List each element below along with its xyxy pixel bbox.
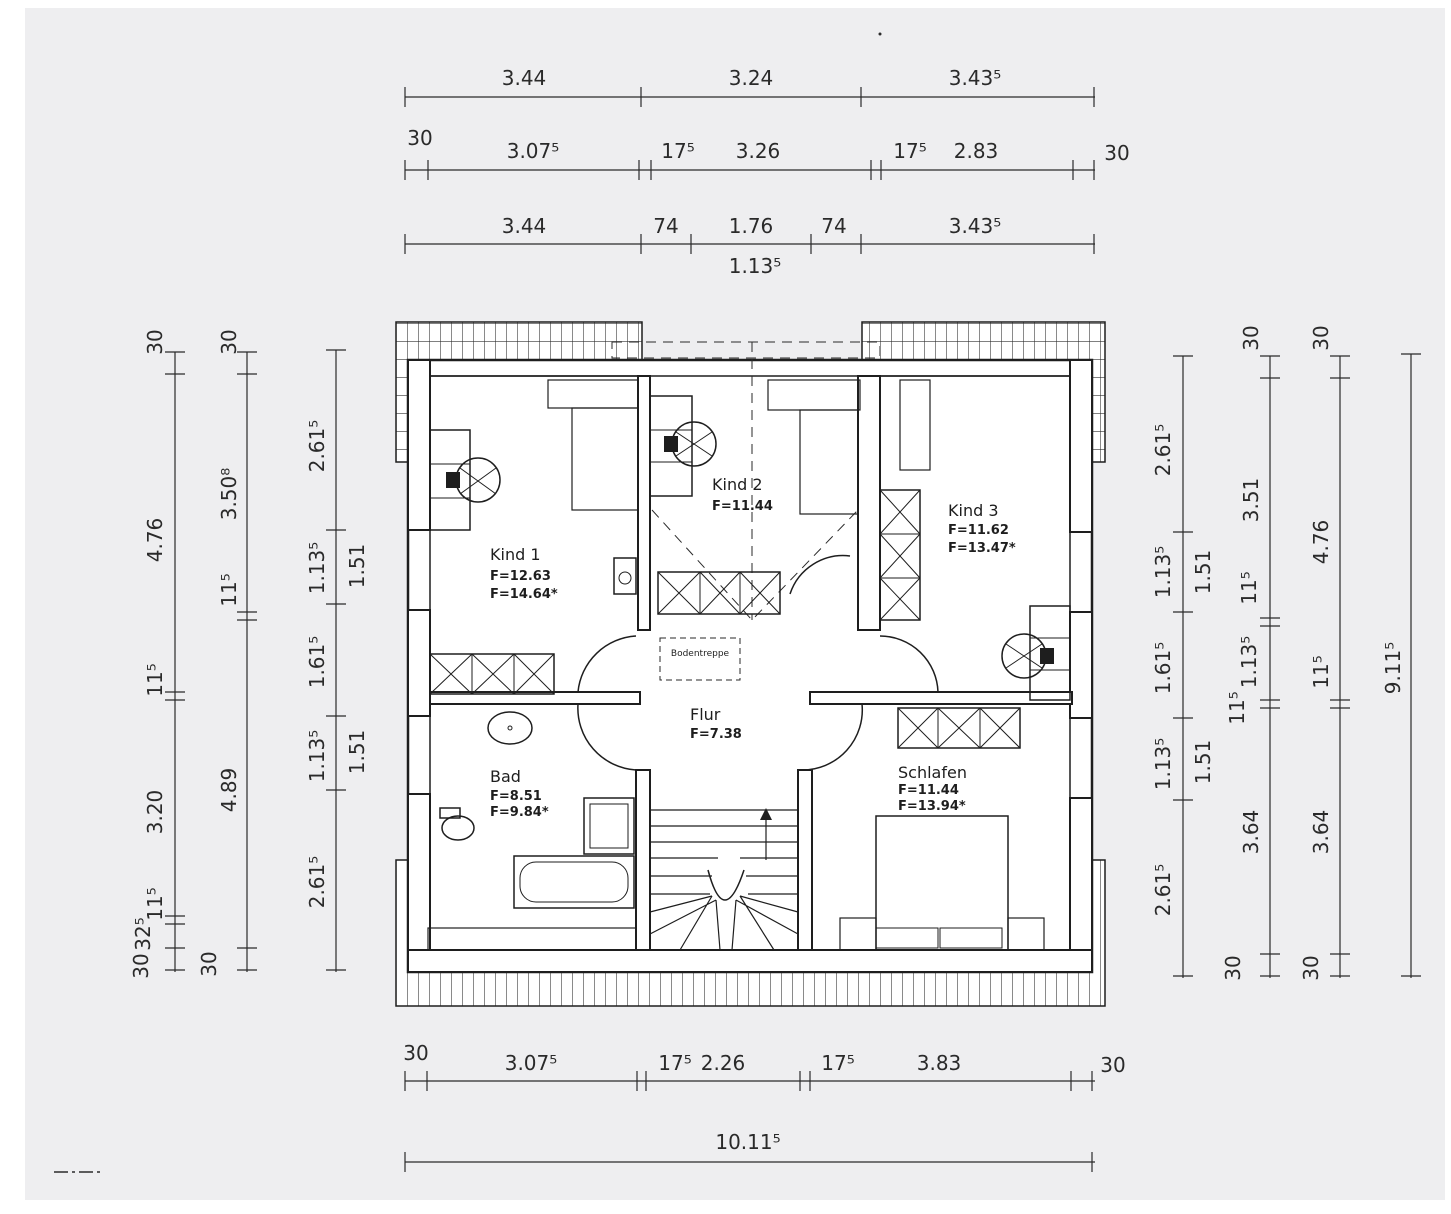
dim-left-1e: 11⁵ [143, 887, 167, 920]
dim-top-1c: 3.43⁵ [949, 66, 1002, 90]
dim-right-1b: 1.13⁵ [1151, 546, 1175, 599]
room-schlafen-area-1: F=11.44 [898, 783, 959, 798]
dim-right-2b: 1.51 [1191, 740, 1215, 785]
dim-bot-total: 10.11⁵ [715, 1130, 780, 1154]
right-dimensions: 2.61⁵ 1.13⁵ 1.61⁵ 1.13⁵ 2.61⁵ 1.51 1.51 … [1151, 325, 1421, 981]
dim-left-3e: 2.61⁵ [305, 856, 329, 909]
dim-bot-d: 2.26 [701, 1051, 746, 1075]
dim-top-3e: 3.43⁵ [949, 214, 1002, 238]
dim-left-3b: 1.13⁵ [305, 542, 329, 595]
room-kind3-area-2: F=13.47* [948, 541, 1016, 556]
top-dimensions: 3.44 3.24 3.43⁵ 30 3.07⁵ 17⁵ 3.26 17⁵ 2.… [404, 66, 1130, 278]
dim-right-4c: 11⁵ [1309, 655, 1333, 688]
room-flur-name: Flur [690, 705, 721, 724]
dim-bot-e: 17⁵ [821, 1051, 854, 1075]
dim-left-4a: 1.51 [345, 544, 369, 589]
dim-left-2a: 30 [217, 329, 241, 354]
dim-left-1g: 30 [129, 953, 153, 978]
dim-top-2a: 30 [407, 126, 432, 150]
room-bad-area-1: F=8.51 [490, 789, 542, 804]
dim-left-2b: 3.50⁸ [217, 468, 241, 521]
dim-top-3d: 74 [821, 214, 846, 238]
dim-right-1c: 1.61⁵ [1151, 642, 1175, 695]
dim-left-1b: 4.76 [143, 518, 167, 563]
dim-top-1b: 3.24 [729, 66, 774, 90]
dim-right-1e: 2.61⁵ [1151, 864, 1175, 917]
dim-right-5a: 9.11⁵ [1381, 642, 1405, 695]
dim-right-3a: 30 [1239, 325, 1263, 350]
dim-top-3-sub: 1.13⁵ [729, 254, 782, 278]
dim-right-3g: 30 [1221, 955, 1245, 980]
room-schlafen-area-2: F=13.94* [898, 799, 966, 814]
dim-right-3b: 3.51 [1239, 478, 1263, 523]
dot-mark [878, 32, 882, 36]
dim-right-3e: 11⁵ [1225, 691, 1249, 724]
dim-left-2d: 4.89 [217, 768, 241, 813]
dim-right-3f: 3.64 [1239, 810, 1263, 855]
dim-left-3c: 1.61⁵ [305, 636, 329, 689]
dim-top-2e: 17⁵ [893, 139, 926, 163]
dim-top-2d: 3.26 [736, 139, 781, 163]
dim-top-1a: 3.44 [502, 66, 547, 90]
dim-left-1d: 3.20 [143, 790, 167, 835]
dim-left-3d: 1.13⁵ [305, 730, 329, 783]
dim-bot-f: 3.83 [917, 1051, 962, 1075]
room-kind3-area-1: F=11.62 [948, 523, 1009, 538]
bodentreppe-label: Bodentreppe [671, 649, 730, 659]
dim-right-1d: 1.13⁵ [1151, 738, 1175, 791]
room-kind1-name: Kind 1 [490, 545, 541, 564]
room-kind3-name: Kind 3 [948, 501, 999, 520]
dim-top-2c: 17⁵ [661, 139, 694, 163]
left-dimensions: 30 4.76 11⁵ 3.20 11⁵ 32⁵ 30 30 3.50⁸ 11⁵… [129, 329, 369, 978]
dim-left-3a: 2.61⁵ [305, 420, 329, 473]
dim-right-4d: 3.64 [1309, 810, 1333, 855]
dim-left-2e: 30 [197, 951, 221, 976]
dim-top-2f: 2.83 [954, 139, 999, 163]
room-kind1-area-1: F=12.63 [490, 569, 551, 584]
dim-right-3d: 1.13⁵ [1237, 636, 1261, 689]
bottom-dimensions: 30 3.07⁵ 17⁵ 2.26 17⁵ 3.83 30 10.11⁵ [403, 1041, 1126, 1172]
dim-bot-a: 30 [403, 1041, 428, 1065]
dim-right-3c: 11⁵ [1237, 571, 1261, 604]
dim-right-1a: 2.61⁵ [1151, 424, 1175, 477]
room-bad-area-2: F=9.84* [490, 805, 549, 820]
dim-left-1c: 11⁵ [143, 663, 167, 696]
dim-top-2b: 3.07⁵ [507, 139, 560, 163]
room-schlafen-name: Schlafen [898, 763, 967, 782]
dim-bot-b: 3.07⁵ [505, 1051, 558, 1075]
staircase [649, 808, 799, 951]
room-labels: Kind 1 F=12.63 F=14.64* Kind 2 F=11.44 K… [490, 475, 1016, 820]
dim-right-4e: 30 [1299, 955, 1323, 980]
dim-left-2c: 11⁵ [217, 573, 241, 606]
dim-left-1f: 32⁵ [131, 917, 155, 950]
dim-bot-g: 30 [1100, 1053, 1125, 1077]
dim-top-3c: 1.76 [729, 214, 774, 238]
dim-top-2g: 30 [1104, 141, 1129, 165]
dim-top-3a: 3.44 [502, 214, 547, 238]
dim-left-4b: 1.51 [345, 730, 369, 775]
room-bad-name: Bad [490, 767, 521, 786]
room-kind2-name: Kind 2 [712, 475, 763, 494]
room-flur-area-1: F=7.38 [690, 727, 742, 742]
dim-right-4b: 4.76 [1309, 520, 1333, 565]
dim-top-3b: 74 [653, 214, 678, 238]
dim-right-4a: 30 [1309, 325, 1333, 350]
dim-bot-c: 17⁵ [658, 1051, 691, 1075]
dim-left-1a: 30 [143, 329, 167, 354]
building: Bodentreppe [406, 341, 1094, 974]
room-kind1-area-2: F=14.64* [490, 587, 558, 602]
dim-right-2a: 1.51 [1191, 550, 1215, 595]
room-kind2-area-1: F=11.44 [712, 499, 773, 514]
